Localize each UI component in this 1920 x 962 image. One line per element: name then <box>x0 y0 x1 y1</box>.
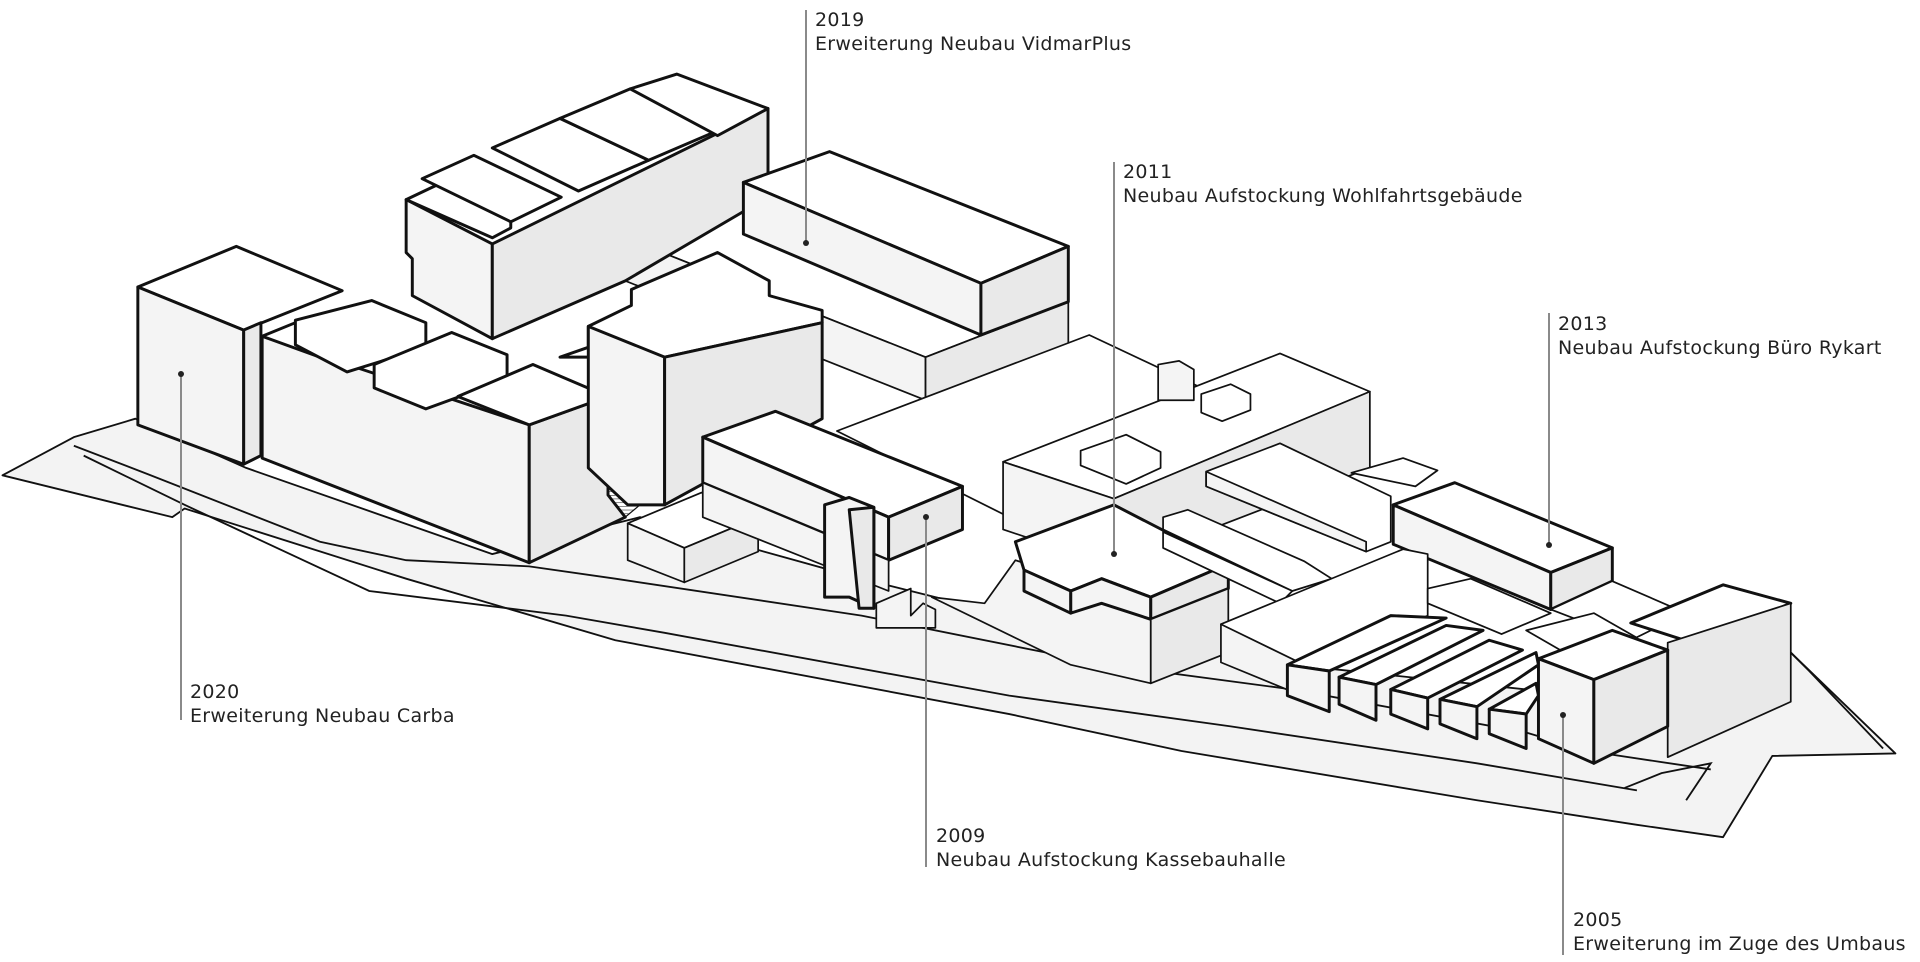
leader-line-2020 <box>180 374 182 720</box>
annotation-2020: 2020 Erweiterung Neubau Carba <box>190 680 455 728</box>
annotation-2011: 2011 Neubau Aufstockung Wohlfahrtsgebäud… <box>1123 160 1523 208</box>
annotation-description: Neubau Aufstockung Büro Rykart <box>1558 337 1882 359</box>
annotation-year: 2005 <box>1573 909 1623 931</box>
annotation-description: Erweiterung im Zuge des Umbaus <box>1573 933 1906 955</box>
annotation-2009: 2009 Neubau Aufstockung Kassebauhalle <box>936 824 1286 872</box>
annotation-year: 2011 <box>1123 161 1173 183</box>
marker-dot-2005 <box>1559 712 1566 718</box>
annotation-description: Neubau Aufstockung Kassebauhalle <box>936 849 1287 871</box>
leader-line-2011 <box>1113 162 1115 556</box>
building-umbau-2005 <box>1220 548 1793 765</box>
building-kassebauhalle-2009 <box>701 409 964 629</box>
annotation-year: 2019 <box>815 9 865 31</box>
building-stepped-north <box>404 72 770 341</box>
road-line <box>1790 651 1884 750</box>
annotation-2005: 2005 Erweiterung im Zuge des Umbaus <box>1573 908 1906 956</box>
annotation-description: Neubau Aufstockung Wohlfahrtsgebäude <box>1123 185 1523 207</box>
annotation-year: 2009 <box>936 825 986 847</box>
leader-line-2019 <box>805 10 807 244</box>
annotation-year: 2020 <box>190 681 240 703</box>
marker-dot-2013 <box>1545 542 1552 548</box>
annotation-year: 2013 <box>1558 313 1608 335</box>
marker-dot-2020 <box>177 371 184 377</box>
road-line <box>1624 761 1713 801</box>
building-vidmarplus-2019 <box>741 150 1070 337</box>
building-carba-2020 <box>136 244 344 466</box>
marker-dot-2019 <box>802 240 809 246</box>
annotation-description: Erweiterung Neubau Carba <box>190 705 455 727</box>
road-line <box>73 444 1711 771</box>
building-wohlfahrt-2011 <box>930 503 1230 685</box>
annotation-description: Erweiterung Neubau VidmarPlus <box>815 33 1132 55</box>
leader-line-2005 <box>1562 715 1564 955</box>
annotation-2013: 2013 Neubau Aufstockung Büro Rykart <box>1558 312 1882 360</box>
annotation-2019: 2019 Erweiterung Neubau VidmarPlus <box>815 8 1131 56</box>
marker-dot-2011 <box>1110 551 1117 557</box>
marker-dot-2009 <box>922 514 929 520</box>
leader-line-2009 <box>925 517 927 867</box>
road-line <box>83 454 1638 792</box>
leader-line-2013 <box>1548 313 1550 545</box>
building-ramp-section <box>1162 442 1439 605</box>
